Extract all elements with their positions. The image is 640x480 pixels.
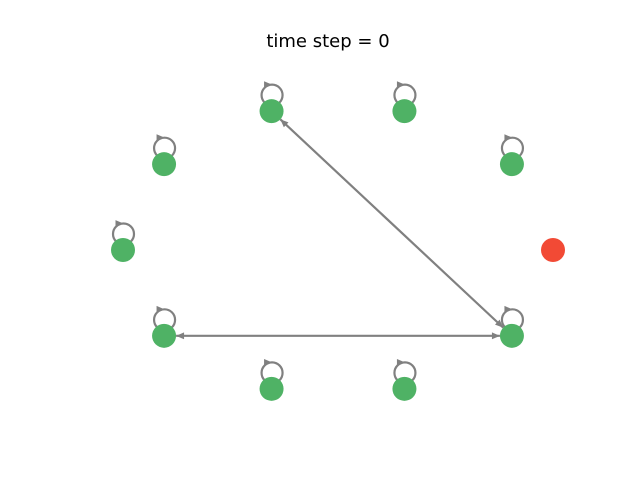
- graph-node-n5: [111, 220, 136, 262]
- node-circle: [499, 323, 524, 348]
- self-loop-arrowhead: [396, 81, 405, 89]
- self-loop-arrowhead: [504, 305, 513, 313]
- edge-arrowhead: [280, 119, 289, 128]
- graph-node-n4: [152, 134, 177, 177]
- node-circle: [499, 152, 524, 177]
- edge-arrowhead: [491, 332, 500, 340]
- edge-line: [279, 118, 504, 329]
- graph-node-n3: [259, 81, 284, 124]
- self-loop-arrowhead: [396, 358, 405, 366]
- graph-node-n2: [392, 81, 417, 124]
- node-circle: [541, 238, 565, 262]
- graph-node-n1: [499, 134, 525, 177]
- node-circle: [152, 152, 177, 177]
- node-circle: [259, 376, 284, 401]
- edge-arrowhead: [495, 319, 504, 328]
- edge-n9-n6: [176, 332, 500, 340]
- edge-n9-n3: [279, 118, 504, 329]
- node-circle: [392, 376, 417, 401]
- self-loop-arrowhead: [264, 358, 273, 366]
- node-circle: [111, 238, 135, 262]
- self-loop-arrowhead: [156, 305, 165, 313]
- node-circle: [392, 99, 417, 124]
- node-circle: [259, 99, 284, 124]
- edge-arrowhead: [176, 332, 185, 340]
- self-loop-arrowhead: [115, 220, 124, 227]
- self-loop-arrowhead: [156, 134, 165, 142]
- edges-layer: [176, 118, 504, 340]
- graph-node-n7: [259, 358, 284, 401]
- graph-node-n8: [392, 358, 417, 401]
- graph-node-n0: [541, 238, 565, 262]
- nodes-layer: [111, 81, 565, 401]
- graph-node-n9: [499, 305, 525, 348]
- self-loop-arrowhead: [504, 134, 513, 142]
- figure-title: time step = 0: [266, 31, 390, 52]
- graph-node-n6: [152, 305, 177, 348]
- node-circle: [152, 323, 177, 348]
- self-loop-arrowhead: [264, 81, 273, 89]
